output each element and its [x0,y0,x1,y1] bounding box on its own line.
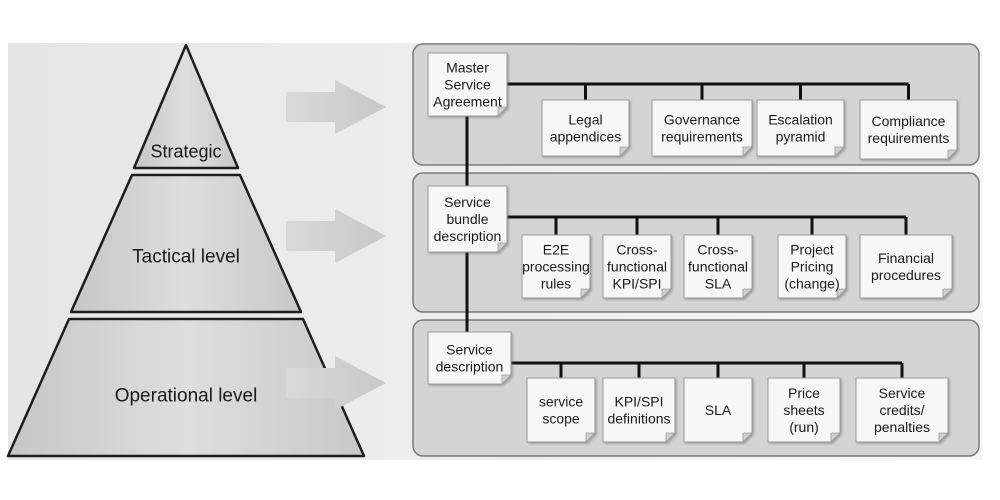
level-arrow-icon [286,356,386,410]
page-fold-icon [497,106,508,117]
page-fold-icon [830,432,841,443]
hierarchy-connector [465,82,910,378]
pyramid-level-label: Tactical level [132,247,240,268]
level-arrow-icon [286,209,386,263]
pyramid-level-label: Strategic [150,141,221,161]
page-fold-icon [619,146,630,157]
page-fold-icon [938,432,949,443]
page-fold-icon [742,432,753,443]
level-arrows [286,80,386,410]
document-card: SLA [683,377,753,443]
page-fold-icon [742,288,753,299]
page-fold-icon [501,374,512,385]
level-arrow-icon [286,80,386,134]
pyramid-tier-1 [132,43,240,170]
page-fold-icon [834,146,845,157]
document-label: SLA [705,402,732,418]
page-fold-icon [947,149,958,160]
page-fold-icon [580,288,591,299]
pyramid-tier-2 [69,173,303,314]
page-fold-icon [665,432,676,443]
page-fold-icon [942,288,953,299]
page-fold-icon [836,288,847,299]
page-fold-icon [661,288,672,299]
pyramid-tier-3 [6,317,366,458]
pyramid-level-label: Operational level [115,386,258,407]
page-fold-icon [497,242,508,253]
page-fold-icon [742,146,753,157]
page-fold-icon [585,432,596,443]
